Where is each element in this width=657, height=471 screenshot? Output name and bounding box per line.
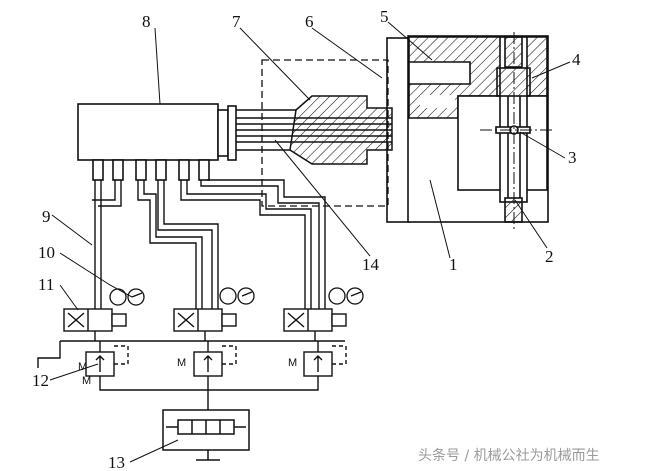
callout-13: 13 bbox=[108, 453, 125, 471]
valve-m-label-3: M bbox=[177, 357, 186, 369]
manifold-lines bbox=[37, 331, 345, 410]
callout-labels: 8 7 6 5 4 3 2 1 14 9 10 11 12 13 bbox=[32, 7, 581, 471]
pressure-gauges bbox=[109, 287, 364, 306]
watermark: 头条号 / 机械公社为机械而生 bbox=[418, 447, 600, 464]
mold-assembly bbox=[386, 35, 549, 223]
pipe-lines bbox=[92, 179, 326, 310]
callout-10: 10 bbox=[38, 243, 55, 262]
relief-valves bbox=[85, 345, 347, 377]
callout-3: 3 bbox=[568, 148, 577, 167]
callout-7: 7 bbox=[232, 12, 241, 31]
callout-14: 14 bbox=[362, 255, 380, 274]
pump-unit bbox=[162, 409, 250, 461]
valve-m-label: M bbox=[78, 361, 87, 373]
callout-11: 11 bbox=[38, 275, 54, 294]
valve-m-label-4: M bbox=[288, 357, 297, 369]
callout-2: 2 bbox=[545, 247, 554, 266]
callout-12: 12 bbox=[32, 371, 49, 390]
leader-lines bbox=[49, 21, 571, 463]
callout-8: 8 bbox=[142, 12, 151, 31]
callout-5: 5 bbox=[380, 7, 389, 26]
core-rods bbox=[236, 95, 393, 165]
callout-4: 4 bbox=[572, 50, 581, 69]
callout-6: 6 bbox=[305, 12, 314, 31]
directional-valves bbox=[63, 308, 347, 332]
callout-9: 9 bbox=[42, 207, 51, 226]
callout-1: 1 bbox=[449, 255, 458, 274]
valve-m-label-2: M bbox=[82, 375, 91, 387]
cylinder-block bbox=[77, 103, 237, 181]
